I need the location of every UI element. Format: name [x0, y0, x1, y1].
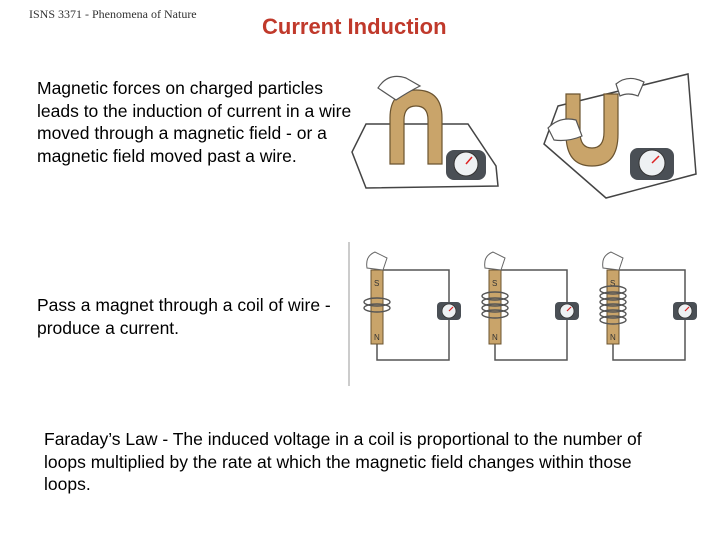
coil-loop [481, 309, 509, 319]
horseshoe-magnet-right [547, 77, 645, 167]
magnet-wire-figure [351, 73, 697, 199]
coil-loop [599, 285, 627, 295]
coil-loop [481, 303, 509, 313]
galvanometer-needle [684, 306, 690, 312]
coil-loop [481, 291, 509, 301]
galvanometer-needle [448, 306, 454, 312]
bar-magnet [606, 269, 620, 345]
galvanometer-right [630, 148, 674, 180]
magnet-north-label: N [492, 333, 498, 342]
magnet-north-label: N [610, 333, 616, 342]
bar-magnet [488, 269, 502, 345]
paragraph-coil: Pass a magnet through a coil of wire - p… [37, 295, 331, 338]
coil-loop [599, 303, 627, 313]
coil-loop [363, 303, 391, 313]
paragraph-faraday: Faraday’s Law - The induced voltage in a… [44, 429, 642, 494]
coil-loop [599, 315, 627, 325]
coil-loop [599, 309, 627, 319]
course-label: ISNS 3371 - Phenomena of Nature [29, 7, 197, 21]
magnet-south-label: S [374, 279, 379, 288]
wire-loop-right [543, 73, 697, 199]
coil-loop [363, 297, 391, 307]
coil-loop [481, 297, 509, 307]
magnet-south-label: S [610, 279, 615, 288]
coil-panel: SN [599, 251, 697, 361]
wire-loop-left [351, 123, 499, 189]
coil-panel: SN [481, 251, 579, 361]
hand [366, 251, 388, 271]
paragraph-induction: Magnetic forces on charged particles lea… [37, 78, 352, 166]
slide-title: Current Induction [262, 14, 447, 39]
galvanometer-needle [566, 306, 572, 312]
magnet-south-label: S [492, 279, 497, 288]
galvanometer-left [446, 150, 486, 180]
hand [602, 251, 624, 271]
coil-loop [599, 297, 627, 307]
magnet-north-label: N [374, 333, 380, 342]
bar-magnet [370, 269, 384, 345]
coil-panel: SN [363, 251, 461, 361]
horseshoe-magnet-left [377, 75, 443, 165]
coil-loop [599, 291, 627, 301]
hand [484, 251, 506, 271]
